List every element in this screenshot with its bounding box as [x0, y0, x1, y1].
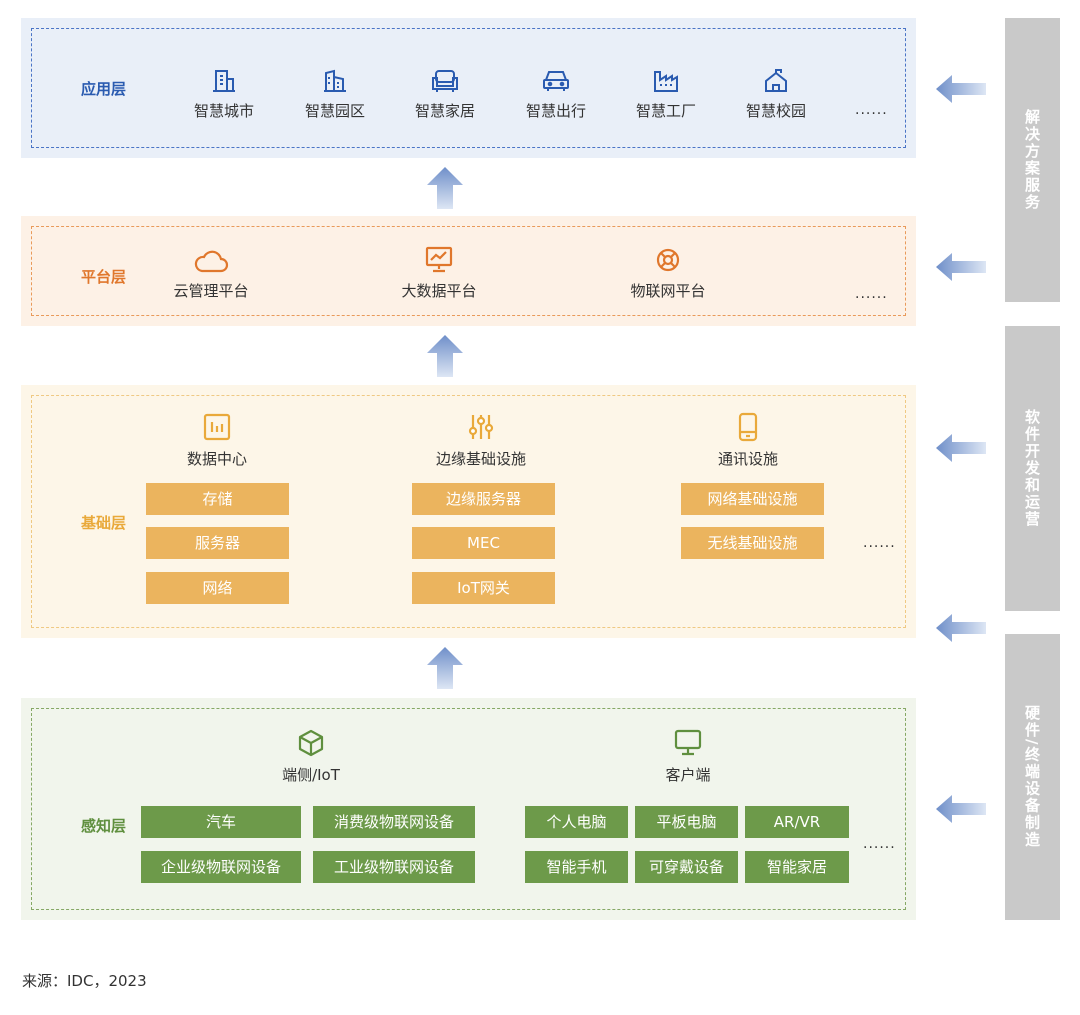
- left-arrow-icon: [936, 434, 986, 462]
- bar-chart-icon: [203, 413, 231, 441]
- platform-layer: 平台层 云管理平台 大数据平台 物联网平台 ......: [21, 216, 916, 326]
- car-icon: [543, 71, 569, 91]
- sense-box-industrial-iot: 工业级物联网设备: [313, 851, 475, 883]
- app-item-smart-home: 智慧家居: [385, 68, 505, 121]
- app-item-smart-factory: 智慧工厂: [606, 68, 726, 121]
- source-note: 来源：IDC，2023: [22, 972, 147, 990]
- monitor-icon: [674, 729, 702, 756]
- up-arrow-icon: [427, 167, 463, 209]
- infra-box-edge-server: 边缘服务器: [412, 483, 555, 515]
- side-label-hardware-manufacturing: 硬件/终端设备制造: [1005, 634, 1060, 920]
- left-arrow-icon: [936, 614, 986, 642]
- infra-group-datacenter: 数据中心: [157, 412, 277, 469]
- infra-box-iot-gateway: IoT网关: [412, 572, 555, 604]
- perception-layer: 感知层 端侧/IoT 汽车 消费级物联网设备 企业级物联网设备 工业级物联网设备…: [21, 698, 916, 920]
- sliders-icon: [468, 415, 494, 439]
- office-building-icon: [324, 69, 346, 92]
- infrastructure-layer: 基础层 数据中心 存储 服务器 网络 边缘基础设施 边缘服务器 MEC IoT网…: [21, 385, 916, 638]
- tablet-icon: [738, 412, 758, 442]
- factory-icon: [654, 71, 678, 92]
- infra-group-comm: 通讯设施: [688, 412, 808, 469]
- sense-box-consumer-iot: 消费级物联网设备: [313, 806, 475, 838]
- platform-more: ......: [855, 286, 888, 302]
- app-item-smart-campus: 智慧校园: [716, 68, 836, 121]
- sofa-icon: [432, 70, 458, 92]
- left-arrow-icon: [936, 795, 986, 823]
- sense-box-wearable: 可穿戴设备: [635, 851, 738, 883]
- app-item-smart-city: 智慧城市: [164, 68, 284, 121]
- platform-layer-border: [31, 226, 906, 316]
- sense-box-tablet: 平板电脑: [635, 806, 738, 838]
- infrastructure-more: ......: [863, 535, 896, 551]
- sense-group-edge-iot: 端侧/IoT: [251, 728, 371, 785]
- perception-more: ......: [863, 836, 896, 852]
- platform-item-bigdata: 大数据平台: [379, 246, 499, 301]
- infra-group-edge: 边缘基础设施: [421, 412, 541, 469]
- side-label-software-dev-ops: 软件开发和运营: [1005, 326, 1060, 611]
- sense-box-enterprise-iot: 企业级物联网设备: [141, 851, 301, 883]
- infra-box-mec: MEC: [412, 527, 555, 559]
- up-arrow-icon: [427, 335, 463, 377]
- infrastructure-layer-label: 基础层: [81, 514, 127, 532]
- school-icon: [765, 69, 787, 92]
- application-layer: 应用层 智慧城市 智慧园区 智慧家居 智慧出行 智慧工厂 智慧校园 .: [21, 18, 916, 158]
- sense-box-ar-vr: AR/VR: [745, 806, 849, 838]
- monitor-chart-icon: [425, 246, 453, 273]
- sense-box-car: 汽车: [141, 806, 301, 838]
- cloud-icon: [194, 250, 229, 273]
- infra-box-network-infra: 网络基础设施: [681, 483, 824, 515]
- application-layer-label: 应用层: [81, 80, 127, 98]
- sense-box-pc: 个人电脑: [525, 806, 628, 838]
- platform-layer-label: 平台层: [81, 268, 127, 286]
- platform-item-cloud: 云管理平台: [151, 246, 271, 301]
- app-item-smart-mobility: 智慧出行: [496, 68, 616, 121]
- application-more: ......: [855, 102, 888, 118]
- sense-group-client: 客户端: [628, 728, 748, 785]
- perception-layer-label: 感知层: [81, 817, 127, 835]
- infra-box-storage: 存储: [146, 483, 289, 515]
- app-item-smart-park: 智慧园区: [275, 68, 395, 121]
- infra-box-network: 网络: [146, 572, 289, 604]
- left-arrow-icon: [936, 75, 986, 103]
- up-arrow-icon: [427, 647, 463, 689]
- sense-box-smart-home: 智能家居: [745, 851, 849, 883]
- sense-box-smartphone: 智能手机: [525, 851, 628, 883]
- iot-hub-icon: [656, 248, 680, 272]
- infrastructure-layer-border: [31, 395, 906, 628]
- application-layer-border: [31, 28, 906, 148]
- platform-item-iot: 物联网平台: [608, 246, 728, 301]
- side-label-solution-services: 解决方案服务: [1005, 18, 1060, 302]
- cube-icon: [298, 729, 324, 757]
- left-arrow-icon: [936, 253, 986, 281]
- perception-layer-border: [31, 708, 906, 910]
- building-icon: [213, 70, 235, 92]
- infra-box-wireless-infra: 无线基础设施: [681, 527, 824, 559]
- infra-box-server: 服务器: [146, 527, 289, 559]
